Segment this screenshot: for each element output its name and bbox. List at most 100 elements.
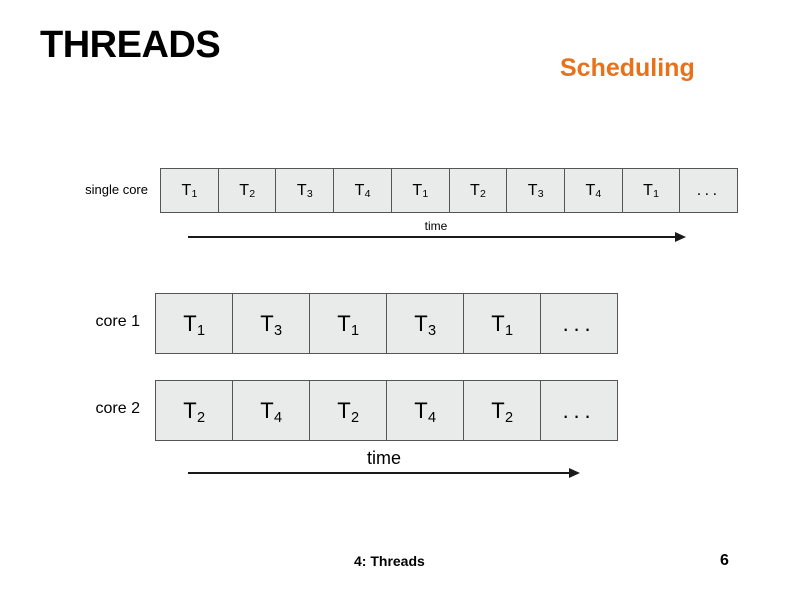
timeline-cell: T1 [391, 169, 450, 212]
thread-index: 1 [350, 322, 360, 339]
thread-index: 1 [196, 322, 206, 339]
thread-base: T [470, 181, 480, 199]
thread-index: 1 [191, 188, 198, 201]
timeline-cell: T2 [464, 381, 541, 440]
thread-index: 4 [273, 409, 283, 426]
thread-base: T [183, 310, 197, 336]
arrow-head-icon [675, 232, 686, 242]
timeline-cell: T2 [218, 169, 277, 212]
timeline-cell: T3 [507, 169, 565, 212]
timeline-cell: T1 [156, 294, 233, 353]
thread-label: T2 [183, 397, 205, 425]
timeline-cell: T1 [161, 169, 219, 212]
thread-index: 1 [422, 188, 429, 201]
row-label-core-2: core 2 [95, 400, 140, 417]
thread-index: 2 [350, 409, 360, 426]
thread-label: T1 [491, 310, 513, 338]
thread-label: T3 [296, 181, 313, 201]
thread-base: T [414, 310, 428, 336]
thread-index: 2 [249, 188, 256, 201]
thread-index: 2 [480, 188, 486, 201]
thread-label: T4 [414, 397, 436, 425]
thread-index: 3 [537, 188, 544, 201]
time-arrow-bottom [188, 468, 580, 478]
thread-base: T [412, 181, 423, 199]
thread-base: T [337, 310, 351, 336]
thread-label: T3 [260, 310, 282, 338]
thread-index: 2 [504, 409, 514, 426]
arrow-line [188, 472, 570, 474]
thread-base: T [527, 181, 538, 199]
time-arrow-bottom-label: time [366, 448, 401, 468]
thread-label: T2 [337, 397, 359, 425]
ellipsis-label: ... [562, 397, 596, 423]
thread-base: T [239, 181, 249, 199]
thread-base: T [491, 310, 505, 336]
thread-label: T2 [470, 181, 486, 201]
thread-index: 2 [196, 409, 206, 426]
thread-label: T3 [414, 310, 436, 338]
thread-label: T3 [527, 181, 544, 201]
timeline-cell: T1 [310, 294, 387, 353]
timeline-cell: T4 [233, 381, 310, 440]
timeline-cell: ... [541, 381, 617, 440]
timeline-cell: T3 [387, 294, 464, 353]
time-arrow-top-label: time [424, 219, 448, 233]
ellipsis-label: ... [562, 310, 596, 336]
thread-index: 3 [427, 322, 437, 339]
thread-base: T [181, 181, 192, 199]
row-label-single-core: single core [85, 182, 148, 197]
thread-base: T [183, 397, 197, 423]
thread-base: T [491, 397, 505, 423]
thread-label: T4 [585, 181, 602, 201]
thread-label: T1 [412, 181, 429, 201]
thread-index: 1 [653, 188, 659, 201]
timeline-cell: T1 [464, 294, 541, 353]
thread-label: T1 [183, 310, 205, 338]
thread-label: T1 [337, 310, 359, 338]
timeline-cell: ... [541, 294, 617, 353]
thread-label: T2 [239, 181, 256, 201]
timeline-cell: T4 [564, 169, 623, 212]
thread-base: T [296, 181, 307, 199]
thread-base: T [337, 397, 351, 423]
thread-base: T [414, 397, 428, 423]
thread-base: T [643, 181, 653, 199]
footer-section-label: 4: Threads [354, 553, 425, 569]
timeline-cell: T4 [387, 381, 464, 440]
thread-base: T [585, 181, 596, 199]
timeline-cell: T2 [449, 169, 508, 212]
timeline-cell: T1 [622, 169, 681, 212]
timeline-cell: T3 [276, 169, 335, 212]
ellipsis-label: ... [696, 181, 721, 199]
timeline-cell: ... [680, 169, 738, 212]
thread-index: 4 [364, 188, 371, 201]
thread-label: T4 [260, 397, 282, 425]
timeline-cell: T4 [334, 169, 392, 212]
timeline-cell: T2 [310, 381, 387, 440]
thread-label: T1 [643, 181, 659, 201]
thread-label: T4 [354, 181, 371, 201]
thread-index: 1 [504, 322, 514, 339]
arrow-head-icon [569, 468, 580, 478]
thread-base: T [260, 310, 274, 336]
thread-index: 4 [595, 188, 602, 201]
thread-label: T1 [181, 181, 198, 201]
timeline-cell: T2 [156, 381, 233, 440]
slide-subtitle: Scheduling [560, 54, 695, 82]
thread-index: 3 [273, 322, 283, 339]
thread-base: T [260, 397, 274, 423]
timeline-cell: T3 [233, 294, 310, 353]
row-label-core-1: core 1 [95, 313, 140, 330]
footer-page-number: 6 [720, 552, 729, 569]
time-arrow-top [188, 232, 686, 242]
thread-base: T [354, 181, 365, 199]
thread-label: T2 [491, 397, 513, 425]
thread-index: 3 [306, 188, 313, 201]
arrow-line [188, 236, 676, 238]
page-title: THREADS [40, 24, 221, 66]
thread-index: 4 [427, 409, 437, 426]
